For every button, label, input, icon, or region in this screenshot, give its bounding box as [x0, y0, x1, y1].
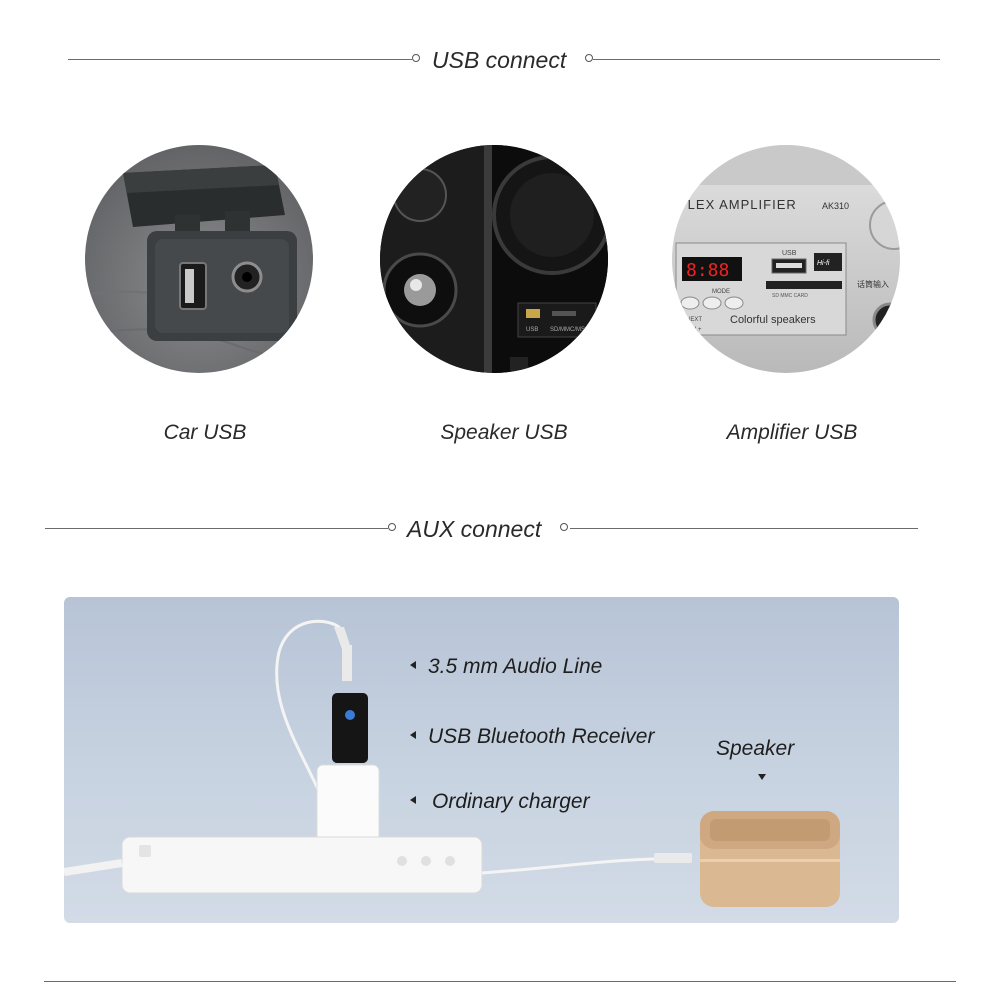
amp-hifi-label: Hi-fi [817, 260, 830, 267]
amp-vol-label: VOL+ [686, 327, 702, 333]
pointer-left-icon [410, 661, 416, 670]
pointer-down-icon [758, 774, 766, 780]
amplifier-usb-caption: Amplifier USB [726, 421, 858, 444]
divider-rule-left [45, 528, 388, 529]
callout-charger-text: Ordinary charger [432, 790, 590, 813]
divider-dot-right [560, 523, 568, 531]
aux-connection-illustration [64, 619, 840, 907]
speaker-usb-caption: Speaker USB [440, 421, 568, 444]
speaker-port-card-label: SD/MMC/MS [550, 327, 585, 333]
callout-charger: Ordinary charger [410, 790, 590, 814]
car-usb-caption: Car USB [163, 421, 247, 444]
callout-bluetooth-receiver: USB Bluetooth Receiver [410, 725, 654, 749]
speaker-label: Speaker [716, 737, 795, 760]
speaker-usb-illustration: USB SD/MMC/MS [380, 145, 608, 373]
car-usb-photo [85, 145, 313, 373]
divider-dot-left [388, 523, 396, 531]
aux-connect-divider: AUX connect [45, 517, 918, 541]
divider-rule-left [68, 59, 412, 60]
amp-brand-text: Colorful speakers [730, 314, 816, 326]
amp-panel-title: PLEX AMPLIFIER [678, 197, 797, 212]
speaker-port-usb-label: USB [526, 327, 538, 333]
pointer-left-icon [410, 796, 416, 805]
aux-connect-title: AUX connect [407, 516, 542, 542]
usb-connect-divider: USB connect [68, 48, 940, 72]
divider-rule-right [593, 59, 940, 60]
speaker-usb-photo: USB SD/MMC/MS [380, 145, 608, 373]
amplifier-usb-illustration: PLEX AMPLIFIER AK310 8:88 USB Hi-fi SD M… [672, 145, 900, 373]
pointer-left-icon [410, 731, 416, 740]
amplifier-usb-photo: PLEX AMPLIFIER AK310 8:88 USB Hi-fi SD M… [672, 145, 900, 373]
amp-card-label: SD MMC CARD [772, 293, 808, 299]
divider-rule-right [570, 528, 918, 529]
usb-connect-title: USB connect [432, 47, 567, 73]
bottom-divider [44, 981, 956, 982]
amp-mode-label: MODE [712, 289, 730, 295]
divider-dot-left [412, 54, 420, 62]
amp-side-label: 话筒输入 [857, 279, 889, 289]
callout-audio-line: 3.5 mm Audio Line [410, 655, 602, 679]
amp-next-label: NEXT [686, 317, 702, 323]
callout-bluetooth-receiver-text: USB Bluetooth Receiver [428, 725, 655, 748]
car-usb-illustration [85, 145, 313, 373]
divider-dot-right [585, 54, 593, 62]
aux-connection-panel: 3.5 mm Audio Line USB Bluetooth Receiver… [64, 597, 899, 923]
callout-audio-line-text: 3.5 mm Audio Line [428, 655, 603, 678]
amp-model: AK310 [822, 201, 849, 211]
amp-display: 8:88 [686, 260, 729, 281]
amp-usb-label: USB [782, 250, 797, 257]
